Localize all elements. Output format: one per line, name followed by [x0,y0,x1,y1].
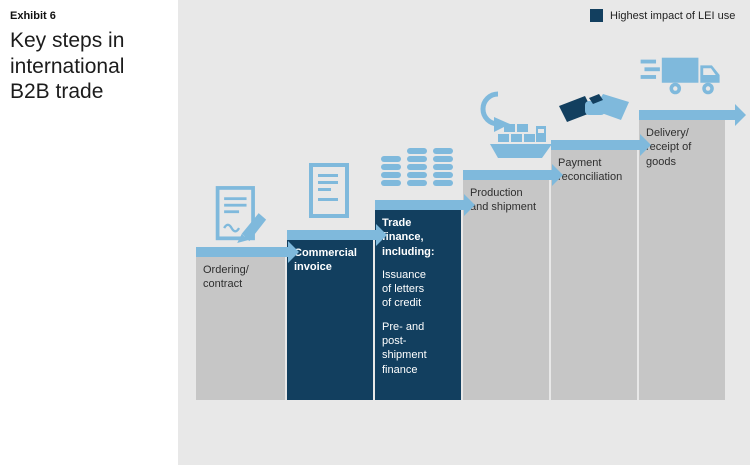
step-bar-delivery-receipt: Delivery/ receipt of goods [639,120,725,400]
step-bar-commercial-invoice: Commercial invoice [287,240,373,400]
step-arrow-1 [196,241,299,263]
step-label-production-shipment: Production and shipment [470,187,537,214]
cargo-ship-icon [458,84,554,169]
page-title: Key steps in international B2B trade [10,29,125,104]
step-label-trade-finance: Trade finance, including: [382,217,435,258]
invoice-document-icon [308,162,352,225]
step-label-payment-reconciliation: Payment reconciliation [558,157,623,184]
step-label-ordering-contract: Ordering/ contract [203,264,249,291]
exhibit-label: Exhibit 6 [10,10,56,22]
step-arrow-4 [463,164,563,186]
legend-swatch [590,9,603,22]
handshake-icon [559,84,629,139]
step-bar-payment-reconciliation: Payment reconciliation [551,150,637,400]
step-arrow-2 [287,224,387,246]
step-arrow-3 [375,194,475,216]
legend-label: Highest impact of LEI use [610,9,736,22]
step-arrow-5 [551,134,651,156]
signed-contract-icon [212,185,268,250]
step-detail-letters-of-credit: Issuance of letters of credit [382,268,427,310]
step-bar-trade-finance: Trade finance, including: Issuance of le… [375,210,461,400]
step-arrow-6 [639,104,746,126]
step-label-commercial-invoice: Commercial invoice [294,247,357,274]
coins-icon [379,146,455,193]
step-detail-shipment-finance: Pre- and post- shipment finance [382,320,427,376]
step-bar-ordering-contract: Ordering/ contract [196,257,285,400]
step-bar-production-shipment: Production and shipment [463,180,549,400]
legend: Highest impact of LEI use [590,9,735,22]
delivery-truck-icon [640,50,726,107]
step-label-delivery-receipt: Delivery/ receipt of goods [646,127,692,168]
